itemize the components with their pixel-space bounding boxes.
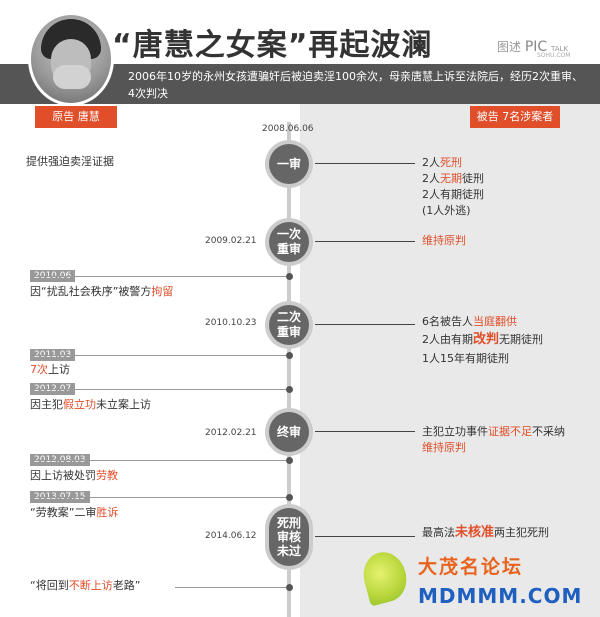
stage-label: 二次重审 [276, 310, 301, 339]
event-dot [286, 494, 293, 501]
verdict-line: 最高法未核准两主犯死刑 [422, 525, 550, 540]
timeline-axis [287, 122, 291, 617]
event-connector [30, 355, 286, 356]
plaintiff-event: 因“扰乱社会秩序”被警方拘留 [30, 285, 174, 298]
stage-label: 终审 [276, 424, 301, 439]
verdict-line: 主犯立功事件证据不足不采纳 [422, 425, 565, 438]
defendant-background [300, 95, 600, 617]
plaintiff-label: 原告 唐慧 [35, 106, 117, 128]
logo-talk: TALK [551, 45, 569, 53]
event-connector [30, 497, 286, 498]
stage-label: 死刑审核未过 [276, 516, 301, 558]
stage-connector [315, 431, 415, 432]
event-dot [286, 273, 293, 280]
stage-date: 2010.10.23 [205, 318, 257, 328]
logo-pic: PIC [524, 39, 548, 55]
event-dot [286, 584, 293, 591]
case-summary: 2006年10岁的永州女孩遭骗奸后被迫卖淫100余次，母亲唐慧上诉至法院后，经历… [128, 70, 583, 100]
event-connector [30, 276, 286, 277]
plaintiff-event: 提供强迫卖淫证据 [26, 155, 114, 168]
stage-connector [315, 324, 415, 325]
event-connector [30, 389, 286, 390]
verdict-line: 6名被告人当庭翻供 [422, 315, 517, 328]
event-dot [286, 386, 293, 393]
watermark-url: MDMMM.COM [418, 584, 583, 608]
defendant-label: 被告 7名涉案者 [470, 106, 560, 128]
verdict-line: 2人死刑 [422, 156, 462, 169]
verdict-line: 2人有期徒刑 [422, 188, 484, 201]
stage-label: 一审 [276, 156, 301, 171]
plaintiff-event: 因主犯假立功未立案上访 [30, 398, 151, 411]
stage-connector [315, 241, 415, 242]
final-quote: “将回到不断上访老路” [30, 579, 141, 592]
plaintiff-event: 7次上访 [30, 363, 70, 376]
logo-text: 图述 [497, 40, 522, 54]
stage-connector [315, 163, 415, 164]
event-dot [286, 457, 293, 464]
stage-node: 一次重审 [269, 222, 309, 262]
verdict-line: 维持原判 [422, 441, 466, 454]
verdict-line: (1人外逃) [422, 204, 471, 217]
brand-logo: 图述 PIC TALK SOHU.COM [497, 38, 570, 59]
verdict-line: 2人无期徒刑 [422, 172, 484, 185]
event-connector [30, 460, 286, 461]
stage-date: 2008.06.06 [262, 124, 314, 134]
verdict-line: 2人由有期改判无期徒刑 [422, 332, 544, 347]
event-dot [286, 352, 293, 359]
stage-date: 2009.02.21 [205, 236, 257, 246]
logo-site: SOHU.COM [537, 52, 571, 59]
stage-node: 终审 [269, 412, 309, 452]
watermark-text: 大茂名论坛 [418, 556, 524, 578]
stage-node: 一审 [269, 144, 309, 184]
stage-node: 死刑审核未过 [269, 508, 309, 566]
verdict-line: 维持原判 [422, 234, 466, 247]
plaintiff-event: 因上访被处罚劳教 [30, 469, 118, 482]
stage-node: 二次重审 [269, 305, 309, 345]
event-connector [175, 587, 286, 588]
verdict-line: 1人15年有期徒刑 [422, 352, 509, 365]
plaintiff-event: “劳教案”二审胜诉 [30, 506, 119, 519]
stage-connector [315, 536, 415, 537]
stage-date: 2012.02.21 [205, 428, 257, 438]
stage-label: 一次重审 [276, 227, 301, 256]
page-title: “唐慧之女案”再起波澜 [112, 28, 433, 63]
stage-date: 2014.06.12 [205, 531, 257, 541]
avatar [28, 12, 114, 106]
